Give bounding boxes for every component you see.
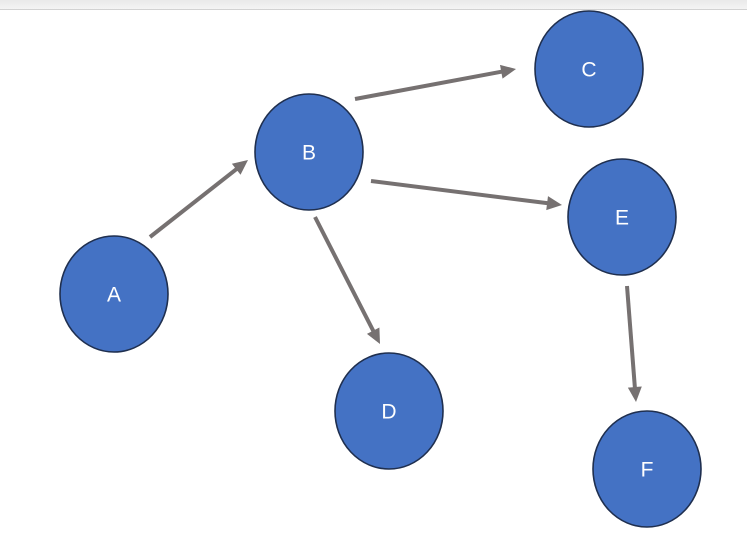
node-b: B: [254, 93, 364, 211]
arrowhead: [546, 196, 562, 211]
arrowhead: [627, 386, 642, 402]
node-circle: [534, 10, 644, 128]
arrowhead: [366, 327, 380, 344]
node-circle: [567, 158, 677, 276]
node-label: D: [381, 401, 396, 424]
node-label: C: [581, 59, 596, 82]
arrowhead: [231, 160, 248, 175]
node-d: D: [334, 352, 444, 470]
edge-line: [313, 216, 376, 333]
edge-line: [625, 285, 637, 389]
node-circle: [334, 352, 444, 470]
node-circle: [592, 410, 702, 528]
edge-e-to-f: [625, 285, 642, 402]
edge-b-to-d: [313, 216, 380, 344]
edge-b-to-e: [370, 179, 562, 211]
edge-b-to-c: [354, 64, 516, 101]
node-label: A: [107, 284, 121, 307]
edge-line: [370, 179, 549, 206]
node-circle: [254, 93, 364, 211]
node-circle: [59, 235, 169, 353]
node-e: E: [567, 158, 677, 276]
arrowhead: [499, 64, 516, 79]
edge-line: [148, 167, 239, 239]
node-c: C: [534, 10, 644, 128]
node-f: F: [592, 410, 702, 528]
node-label: B: [302, 142, 316, 165]
edge-a-to-b: [148, 160, 248, 239]
node-label: F: [641, 459, 654, 482]
node-label: E: [615, 207, 629, 230]
node-a: A: [59, 235, 169, 353]
edge-line: [354, 69, 503, 101]
window-top-strip: [0, 0, 747, 10]
